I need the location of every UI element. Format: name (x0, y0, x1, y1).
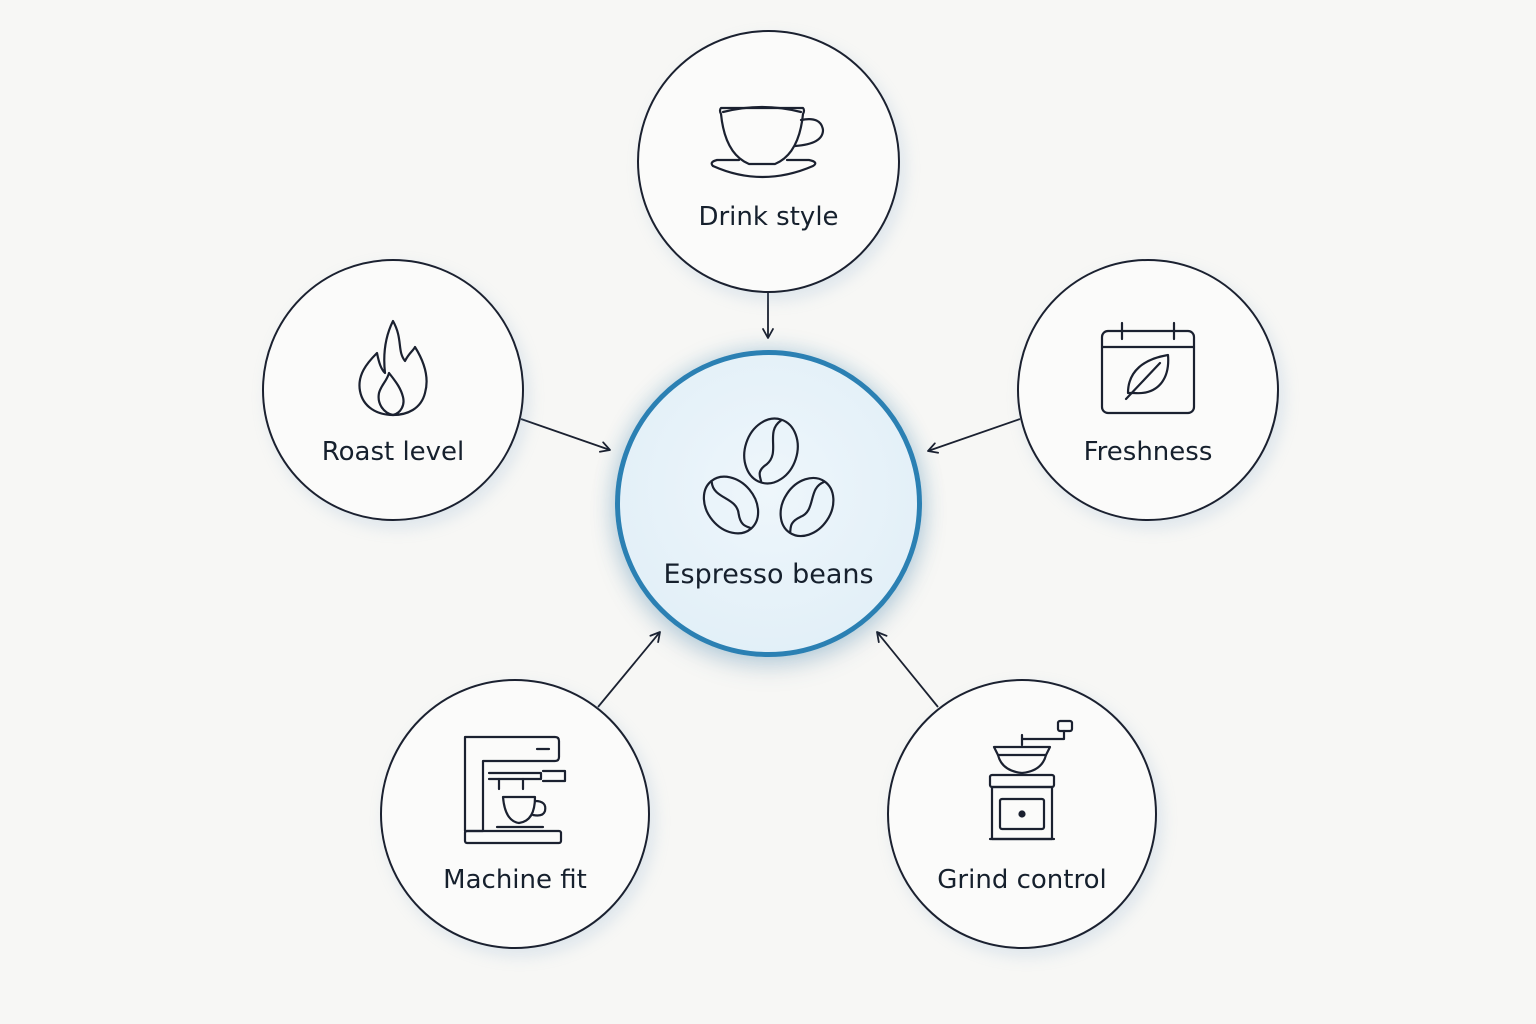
node-grind-control: Grind control (887, 679, 1157, 949)
node-roast-level: Roast level (262, 259, 524, 521)
node-machine-fit: Machine fit (380, 679, 650, 949)
arrow-machine-to-center (597, 631, 661, 708)
espresso-machine-icon (463, 735, 567, 845)
node-label: Drink style (698, 202, 839, 232)
node-drink-style: Drink style (637, 30, 900, 293)
coffee-cup-icon (710, 105, 824, 179)
arrow-fresh-to-center (927, 418, 1021, 454)
coffee-grinder-icon (988, 719, 1074, 841)
calendar-leaf-icon (1100, 321, 1196, 415)
node-label: Roast level (321, 437, 465, 467)
node-label: Freshness (1083, 437, 1213, 467)
center-label: Espresso beans (663, 559, 874, 590)
node-freshness: Freshness (1017, 259, 1279, 521)
coffee-beans-icon (702, 417, 834, 538)
node-label: Machine fit (443, 865, 587, 895)
arrow-grind-to-center (876, 631, 939, 708)
arrow-roast-to-center (520, 418, 611, 453)
flame-icon (358, 319, 428, 417)
node-label: Grind control (937, 865, 1107, 895)
node-espresso-beans: Espresso beans (615, 350, 922, 657)
